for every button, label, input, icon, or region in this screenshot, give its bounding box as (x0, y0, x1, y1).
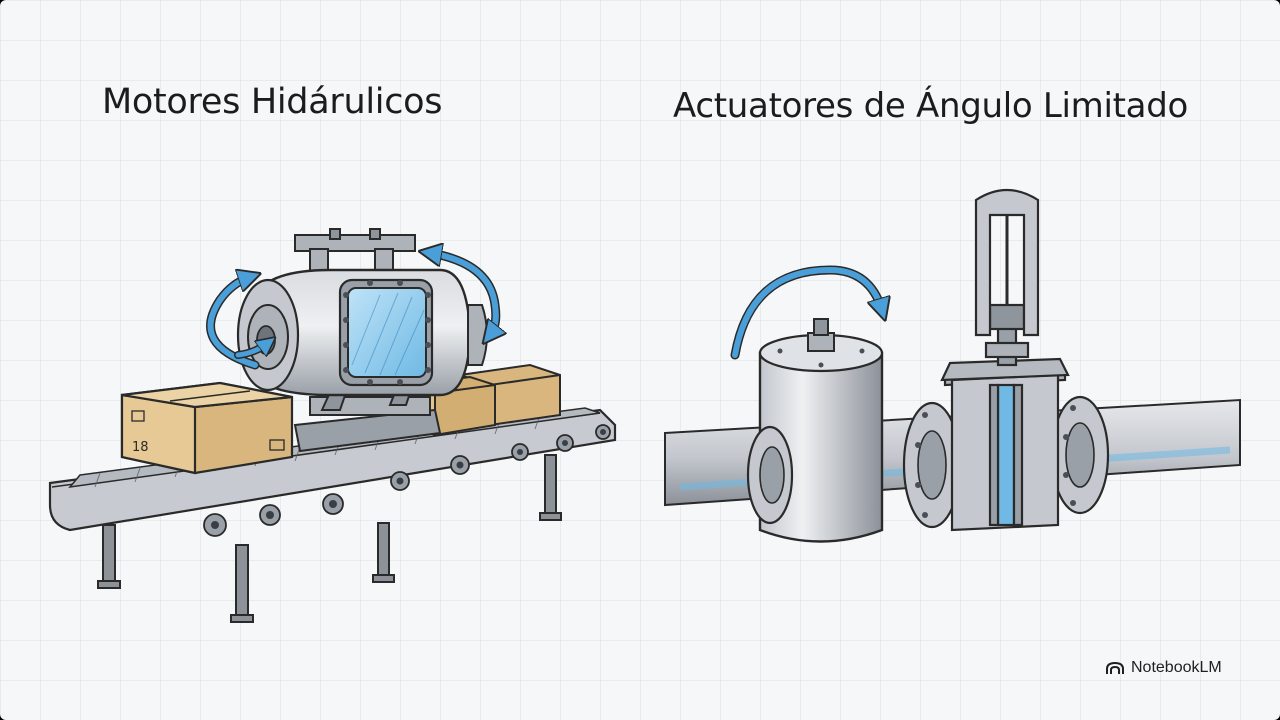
valve-flanges (902, 395, 1110, 529)
rotation-arrows-icon (206, 253, 496, 370)
cardboard-box-front: 18 (120, 381, 294, 475)
motor-base (293, 374, 442, 453)
title-limited-angle-actuators: Actuatores de Ángulo Limitado (673, 86, 1188, 126)
hydraulic-motor-housing (236, 268, 488, 397)
hydraulic-motor-conveyor-illustration: 18 (48, 228, 617, 623)
notebooklm-branding: NotebookLM (1105, 659, 1222, 677)
title-hydraulic-motors: Motores Hidárulicos (102, 82, 443, 122)
brand-name: NotebookLM (1131, 659, 1222, 676)
rotary-actuator-cylinder (746, 318, 884, 543)
limited-angle-actuator-illustration (664, 189, 1241, 543)
conveyor-legs (97, 454, 562, 623)
notebooklm-logo-icon (1106, 661, 1124, 674)
gate-valve-body (940, 357, 1070, 532)
rotation-arrow-icon (730, 265, 882, 360)
valve-stem-handle (974, 189, 1040, 367)
box-number-label: 18 (132, 440, 149, 455)
